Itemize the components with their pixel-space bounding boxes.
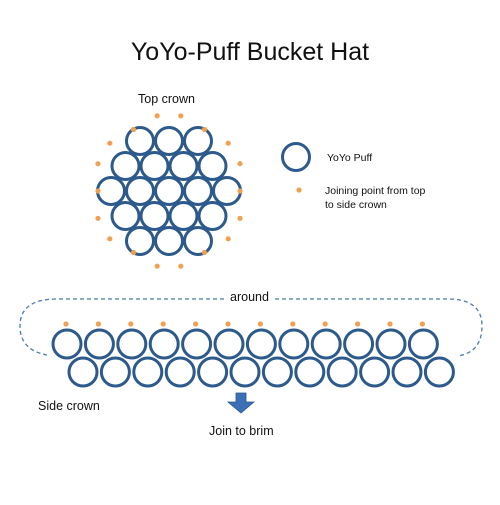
top-crown-joining-point (95, 188, 101, 194)
join-to-brim-label: Join to brim (209, 424, 274, 438)
side-crown-puff (197, 356, 229, 388)
legend-joining-point-icon (296, 187, 302, 193)
top-crown-puff (183, 176, 213, 206)
side-crown-joining-point (193, 321, 199, 327)
top-crown-joining-point (130, 126, 137, 133)
side-crown-puff (67, 356, 99, 388)
side-crown-puff (326, 356, 358, 388)
side-crown-puff (229, 356, 261, 388)
top-crown-puff (197, 201, 228, 231)
side-crown-puff (343, 328, 375, 360)
top-crown-joining-point (154, 113, 160, 119)
top-crown-joining-point (237, 215, 243, 221)
side-crown-puff (132, 356, 164, 388)
side-crown-puff (407, 328, 439, 360)
top-crown-joining-point (95, 215, 101, 221)
top-crown-puff (183, 226, 213, 256)
top-crown-puff (110, 201, 141, 231)
side-crown-joining-point (387, 321, 393, 327)
top-crown-puff (183, 126, 213, 156)
top-crown-puff (168, 201, 199, 231)
side-crown-puff (213, 328, 245, 360)
side-crown-puff (359, 356, 391, 388)
side-crown-joining-point (128, 321, 134, 327)
top-crown-puff (154, 226, 184, 256)
side-crown-puff (310, 328, 342, 360)
top-crown-joining-point (107, 236, 113, 242)
top-crown-puff (197, 151, 228, 181)
diagram-title: YoYo-Puff Bucket Hat (130, 38, 370, 66)
top-crown-joining-point (201, 249, 208, 256)
side-crown-label: Side crown (38, 399, 100, 413)
side-crown-puff (83, 328, 115, 360)
side-crown-puff (181, 328, 213, 360)
side-crown-joining-point (63, 321, 69, 327)
legend-puff-icon (281, 142, 311, 172)
side-crown-puff (423, 356, 455, 388)
top-crown-label: Top crown (138, 92, 195, 106)
top-crown-puff (110, 151, 141, 181)
side-crown-puff (391, 356, 423, 388)
side-crown-puff (375, 328, 407, 360)
top-crown-joining-point (201, 126, 208, 133)
top-crown-joining-point (225, 236, 231, 242)
top-crown-joining-point (130, 249, 137, 256)
legend-joining-point-label: Joining point from top to side crown (325, 185, 426, 211)
top-crown-joining-point (237, 188, 243, 194)
side-crown-puff (148, 328, 180, 360)
side-crown-puff (51, 328, 83, 360)
top-crown-joining-point (95, 161, 101, 167)
legend-puff-label: YoYo Puff (327, 152, 373, 164)
top-crown-puff (154, 126, 184, 156)
side-crown-puff (99, 356, 131, 388)
side-crown-joining-point (419, 321, 425, 327)
around-dashed-line (19, 298, 483, 357)
side-crown-joining-point (257, 321, 263, 327)
top-crown-joining-point (178, 113, 184, 119)
top-crown-puff (125, 176, 155, 206)
top-crown-puff (125, 126, 155, 156)
top-crown-joining-point (237, 161, 243, 167)
top-crown-puff (96, 176, 126, 206)
side-crown-joining-point (160, 321, 166, 327)
side-crown-joining-point (95, 321, 101, 327)
top-crown-joining-point (154, 263, 160, 269)
side-crown-puff (164, 356, 196, 388)
side-crown-puff (245, 328, 277, 360)
top-crown-joining-point (225, 140, 231, 146)
around-label: around (226, 290, 273, 304)
top-crown-puff (125, 226, 155, 256)
down-arrow-icon (226, 392, 256, 414)
top-crown-puff (212, 176, 242, 206)
top-crown-joining-point (178, 263, 184, 269)
side-crown-joining-point (290, 321, 296, 327)
top-crown-puff (139, 201, 170, 231)
top-crown-puff (168, 151, 199, 181)
side-crown-puff (294, 356, 326, 388)
side-crown-puff (116, 328, 148, 360)
top-crown-puff (139, 151, 170, 181)
side-crown-joining-point (225, 321, 231, 327)
top-crown-puff (154, 176, 184, 206)
side-crown-puff (278, 328, 310, 360)
side-crown-puff (261, 356, 293, 388)
side-crown-joining-point (355, 321, 361, 327)
side-crown-joining-point (322, 321, 328, 327)
top-crown-joining-point (107, 140, 113, 146)
